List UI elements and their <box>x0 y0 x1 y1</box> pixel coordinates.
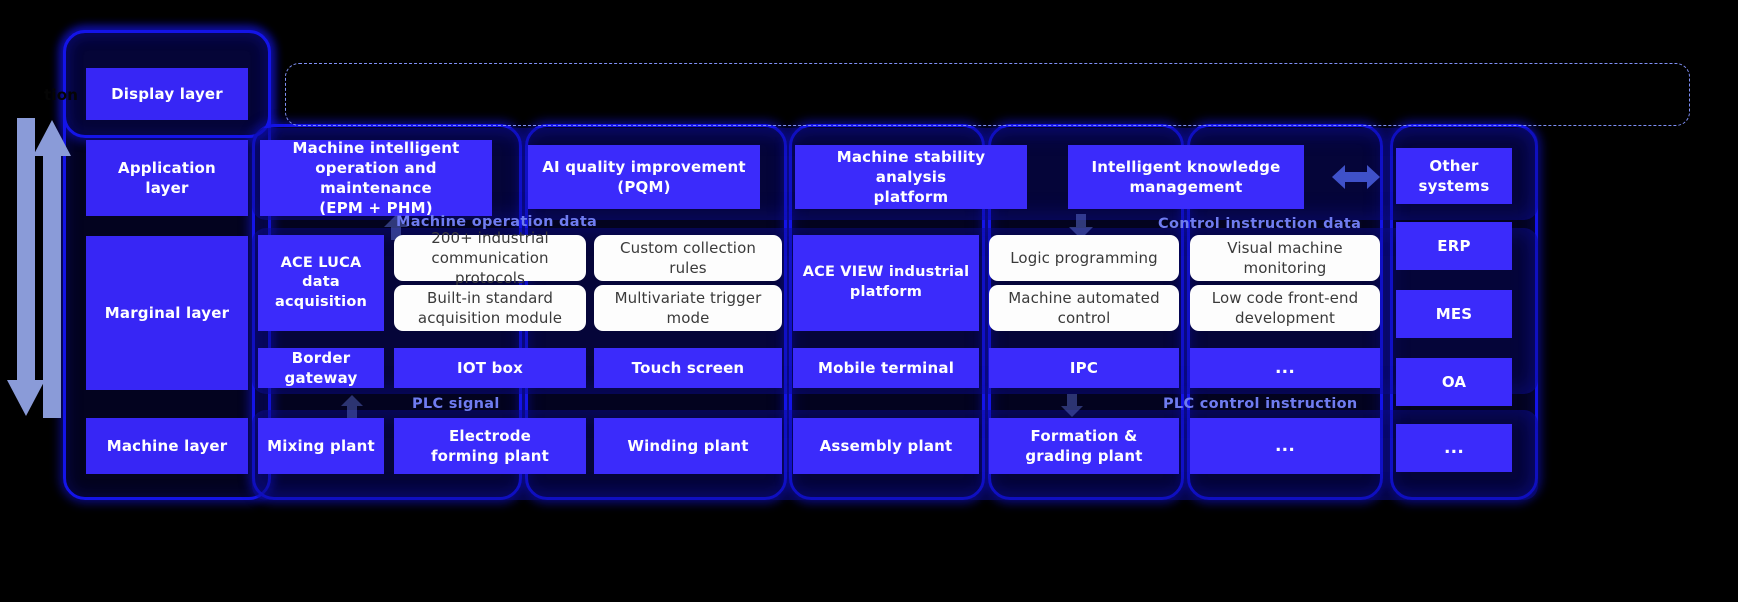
plant-winding[interactable]: Winding plant <box>594 418 782 474</box>
marginal-card-visual-machine-monitoring[interactable]: Visual machine monitoring <box>1190 235 1380 281</box>
app-item-intelligent-knowledge-management[interactable]: Intelligent knowledge management <box>1068 145 1304 209</box>
bidirectional-arrow-icon <box>1332 162 1380 196</box>
marginal-card-multivariate-trigger-mode[interactable]: Multivariate trigger mode <box>594 285 782 331</box>
marginal-card-machine-automated-control[interactable]: Machine automated control <box>989 285 1179 331</box>
external-system-erp[interactable]: ERP <box>1396 222 1512 270</box>
flow-label-plc-control-instruction: PLC control instruction <box>1163 396 1358 412</box>
marginal-platform-ace-luca[interactable]: ACE LUCA data acquisition <box>258 235 384 331</box>
external-system-other[interactable]: ... <box>1396 424 1512 472</box>
app-item-machine-stability-analysis[interactable]: Machine stability analysis platform <box>795 145 1027 209</box>
flow-arrow-down-plc-control <box>1060 394 1084 422</box>
flow-arrow-up-machine-operation <box>383 214 409 244</box>
external-system-mes[interactable]: MES <box>1396 290 1512 338</box>
external-system-other-systems[interactable]: Other systems <box>1396 148 1512 204</box>
marginal-card-builtin-standard-module[interactable]: Built-in standard acquisition module <box>394 285 586 331</box>
up-arrow-left <box>32 118 72 418</box>
flow-label-control-instruction-data: Control instruction data <box>1158 216 1362 232</box>
plant-electrode-forming[interactable]: Electrode forming plant <box>394 418 586 474</box>
marginal-card-custom-collection-rules[interactable]: Custom collection rules <box>594 235 782 281</box>
device-ipc[interactable]: IPC <box>989 348 1179 388</box>
down-arrow-left <box>6 118 46 418</box>
marginal-platform-ace-view[interactable]: ACE VIEW industrial platform <box>793 235 979 331</box>
plant-other[interactable]: ... <box>1190 418 1380 474</box>
device-border-gateway[interactable]: Border gateway <box>258 348 384 388</box>
device-touch-screen[interactable]: Touch screen <box>594 348 782 388</box>
app-item-ai-quality-improvement[interactable]: AI quality improvement (PQM) <box>528 145 760 209</box>
marginal-card-logic-programming[interactable]: Logic programming <box>989 235 1179 281</box>
plant-formation-grading[interactable]: Formation & grading plant <box>989 418 1179 474</box>
flow-label-plc-signal: PLC signal <box>412 396 500 412</box>
external-system-oa[interactable]: OA <box>1396 358 1512 406</box>
marginal-card-low-code-front-end-development[interactable]: Low code front-end development <box>1190 285 1380 331</box>
plant-assembly[interactable]: Assembly plant <box>793 418 979 474</box>
layer-label-machine: Machine layer <box>86 418 248 474</box>
flow-arrow-down-control-instruction <box>1068 214 1094 244</box>
plant-mixing[interactable]: Mixing plant <box>258 418 384 474</box>
flow-label-machine-operation-data: Machine operation data <box>396 214 598 230</box>
layer-label-display: Display layer <box>86 68 248 120</box>
cutoff-label: tion <box>44 86 79 104</box>
device-iot-box[interactable]: IOT box <box>394 348 586 388</box>
layer-label-application: Application layer <box>86 140 248 216</box>
marginal-card-industrial-protocols[interactable]: 200+ industrial communication protocols <box>394 229 586 287</box>
layer-label-marginal: Marginal layer <box>86 236 248 390</box>
app-item-machine-intelligent-ops[interactable]: Machine intelligent operation and mainte… <box>260 139 492 217</box>
flow-arrow-up-plc-signal <box>340 394 364 422</box>
device-other[interactable]: ... <box>1190 348 1380 388</box>
display-layer-dashed-boundary <box>285 63 1690 126</box>
device-mobile-terminal[interactable]: Mobile terminal <box>793 348 979 388</box>
